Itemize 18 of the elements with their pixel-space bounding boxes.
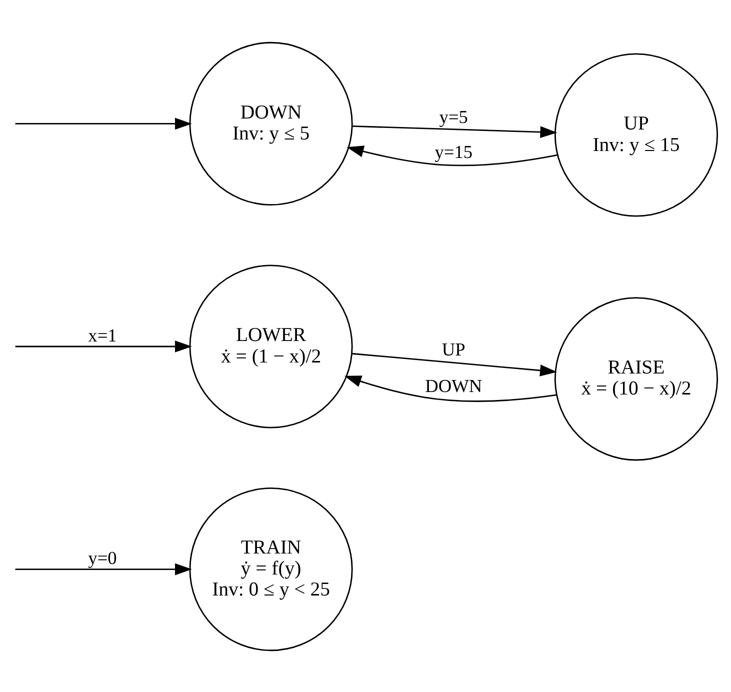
arrow bbox=[352, 125, 558, 138]
edge-label: y=5 bbox=[439, 106, 468, 126]
edge-label: DOWN bbox=[425, 376, 482, 396]
edge-label: y=0 bbox=[88, 548, 117, 568]
arrow bbox=[15, 340, 192, 352]
arrow bbox=[15, 117, 192, 130]
node-circle: RAISE ẋ = (10 − x)/2 bbox=[554, 296, 718, 460]
arrow bbox=[346, 145, 558, 166]
edge-label: y=15 bbox=[434, 142, 473, 162]
arrow bbox=[352, 352, 557, 376]
arrow bbox=[344, 375, 556, 402]
edge-label: UP bbox=[442, 339, 466, 360]
node-circle: LOWER ẋ = (1 − x)/2 bbox=[189, 264, 353, 428]
node-circle: DOWN Inv: y ≤ 5 bbox=[189, 41, 353, 205]
node-circle: UP Inv: y ≤ 15 bbox=[554, 52, 718, 216]
node-circle: TRAIN ẏ = f(y) Inv: 0 ≤ y < 25 bbox=[189, 487, 353, 651]
edge-label: x=1 bbox=[88, 324, 117, 345]
arrow bbox=[15, 562, 192, 575]
